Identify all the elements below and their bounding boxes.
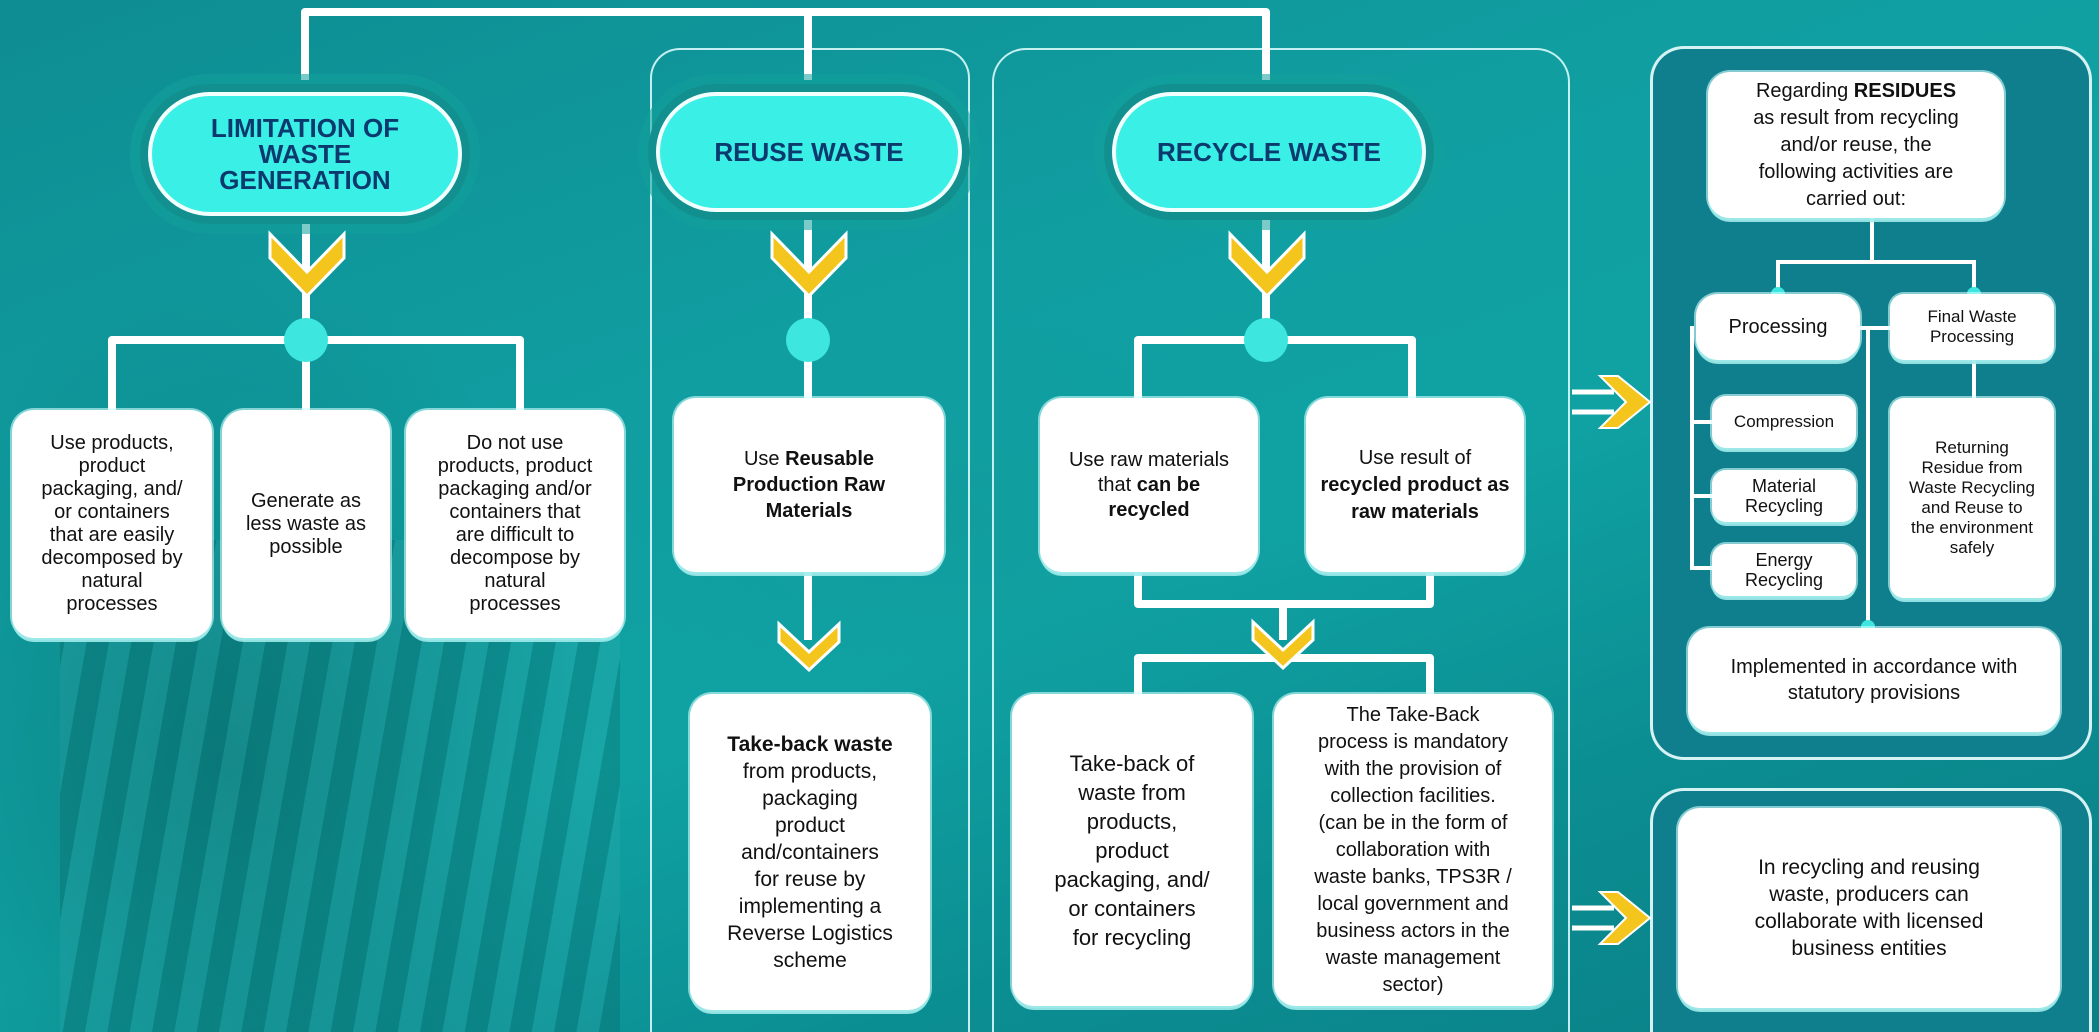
compression-box: Compression: [1712, 396, 1856, 448]
use-reusable-raw-materials-box: Use Reusable Production Raw Materials: [674, 398, 944, 572]
down-chevron-icon: [1228, 230, 1306, 299]
use-recyclable-raw-materials-box: Use raw materials that can be recycled: [1040, 398, 1258, 572]
reuse-waste-title: REUSE WASTE: [656, 92, 962, 212]
processing-box: Processing: [1696, 294, 1860, 360]
down-chevron-icon: [1251, 618, 1315, 671]
residues-header-box: Regarding RESIDUES as result from recycl…: [1708, 72, 2004, 218]
branch-dot: [786, 318, 830, 362]
down-chevron-icon: [268, 230, 346, 299]
branch-dot: [1244, 318, 1288, 362]
branch-dot: [284, 318, 328, 362]
down-chevron-icon: [770, 230, 848, 299]
down-chevron-icon: [777, 620, 841, 673]
recycle-waste-title: RECYCLE WASTE: [1112, 92, 1426, 212]
reuse-pill-frame: REUSE WASTE: [648, 84, 970, 220]
use-recycled-product-box: Use result of recycled product as raw ma…: [1306, 398, 1524, 572]
recycle-pill-frame: RECYCLE WASTE: [1104, 84, 1434, 220]
recycle-section-panel: [992, 48, 1570, 1032]
